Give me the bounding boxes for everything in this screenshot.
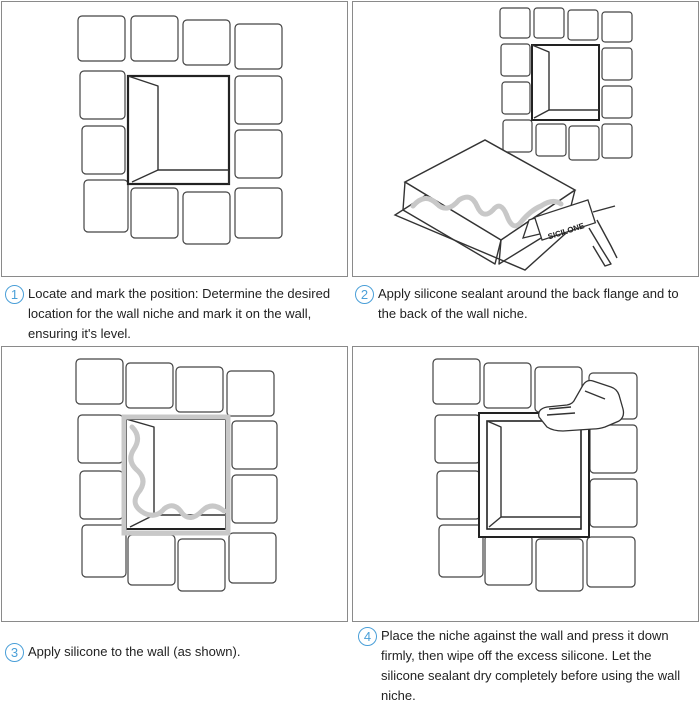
tile bbox=[501, 81, 531, 115]
step-4-panel bbox=[352, 346, 699, 622]
tile bbox=[226, 370, 275, 417]
tile bbox=[83, 179, 129, 233]
tile bbox=[502, 119, 533, 153]
tile bbox=[484, 534, 533, 586]
step-4-caption: 4 Place the niche against the wall and p… bbox=[358, 626, 693, 706]
tile bbox=[79, 70, 126, 120]
tile bbox=[234, 129, 283, 179]
tile bbox=[601, 11, 633, 43]
tile bbox=[177, 538, 226, 592]
tile bbox=[499, 7, 531, 39]
tile bbox=[601, 123, 633, 159]
tile bbox=[535, 123, 567, 157]
tile bbox=[81, 524, 127, 578]
step-number-badge: 4 bbox=[358, 627, 377, 646]
tile bbox=[182, 191, 231, 245]
step-number-badge: 3 bbox=[5, 643, 24, 662]
tile bbox=[77, 414, 124, 464]
tile bbox=[79, 470, 124, 520]
tile bbox=[601, 85, 633, 119]
step-2-illustration: SICILONE bbox=[393, 7, 633, 271]
step-2-panel: SICILONE bbox=[352, 1, 699, 277]
tile bbox=[567, 9, 599, 41]
tile bbox=[601, 47, 633, 81]
step-3-text: Apply silicone to the wall (as shown). bbox=[28, 644, 241, 659]
step-1-text: Locate and mark the position: Determine … bbox=[28, 286, 331, 341]
tile bbox=[81, 125, 126, 175]
tile bbox=[438, 524, 484, 578]
hand-icon bbox=[538, 379, 625, 432]
tile bbox=[586, 536, 636, 588]
niche-opening bbox=[126, 74, 231, 186]
step-2-text: Apply silicone sealant around the back f… bbox=[378, 286, 679, 321]
silicone-frame bbox=[121, 414, 231, 536]
tile bbox=[234, 75, 283, 125]
step-3-panel bbox=[1, 346, 348, 622]
step-2-caption: 2 Apply silicone sealant around the back… bbox=[355, 284, 693, 324]
silicone-bead bbox=[128, 424, 227, 520]
niche-opening bbox=[531, 44, 600, 121]
tile bbox=[130, 15, 179, 62]
tile bbox=[77, 15, 126, 62]
tile bbox=[533, 7, 565, 39]
step-number-badge: 1 bbox=[5, 285, 24, 304]
tile bbox=[175, 366, 224, 413]
caulk-gun: SICILONE bbox=[522, 199, 618, 267]
tile bbox=[234, 187, 283, 239]
tile bbox=[589, 478, 638, 528]
tile bbox=[436, 470, 481, 520]
tile bbox=[483, 362, 532, 409]
step-4-text: Place the niche against the wall and pre… bbox=[381, 628, 681, 703]
tile bbox=[228, 532, 277, 584]
step-number-badge: 2 bbox=[355, 285, 374, 304]
tile bbox=[589, 424, 638, 474]
tile bbox=[231, 474, 278, 524]
step-1-caption: 1 Locate and mark the position: Determin… bbox=[5, 284, 343, 344]
tile bbox=[568, 125, 600, 161]
silicone-bead bbox=[410, 194, 564, 229]
step-3-illustration bbox=[75, 358, 278, 592]
tile bbox=[535, 538, 584, 592]
tile bbox=[234, 23, 283, 70]
step-3-caption: 3 Apply silicone to the wall (as shown). bbox=[5, 642, 343, 662]
tile bbox=[434, 414, 481, 464]
tile bbox=[125, 362, 174, 409]
tile bbox=[231, 420, 278, 470]
tile bbox=[130, 187, 179, 239]
step-1-illustration bbox=[77, 15, 283, 245]
tile bbox=[182, 19, 231, 66]
tile bbox=[432, 358, 481, 405]
tile bbox=[127, 534, 176, 586]
tile bbox=[500, 43, 531, 77]
tile bbox=[75, 358, 124, 405]
step-1-panel bbox=[1, 1, 348, 277]
step-4-illustration bbox=[432, 358, 638, 592]
niche-opening bbox=[486, 420, 582, 530]
